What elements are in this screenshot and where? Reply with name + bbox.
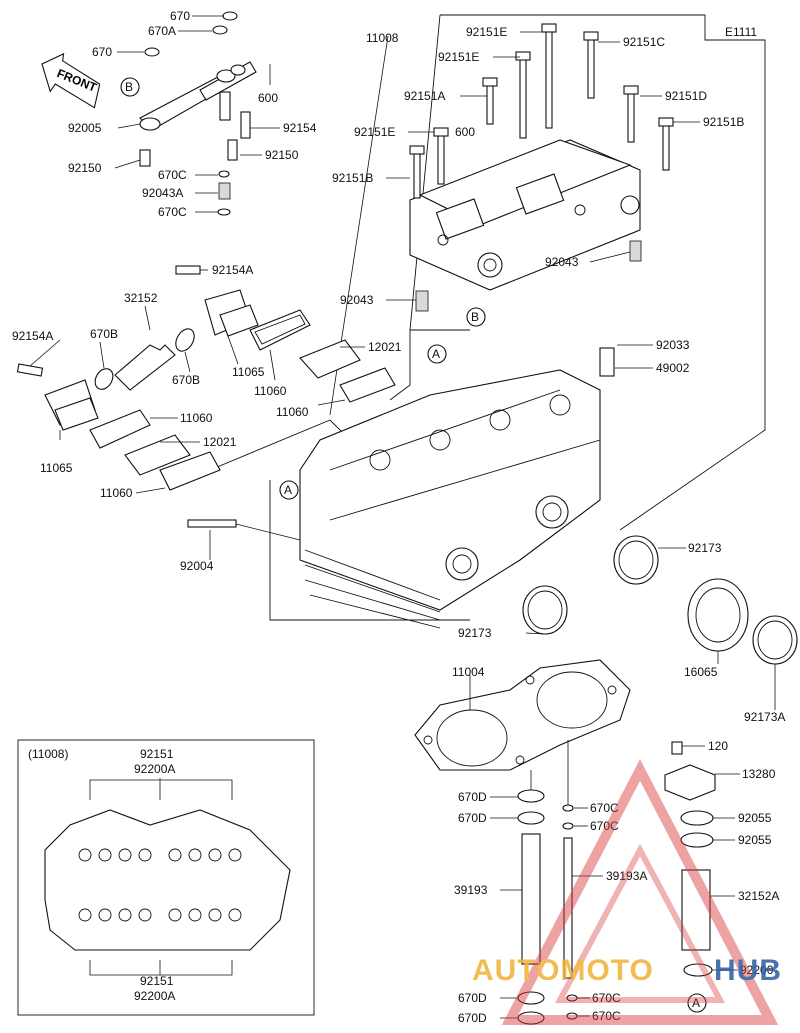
part-label: 670C	[592, 1009, 621, 1023]
part-label: 92043A	[142, 186, 183, 200]
intake-parts	[16, 265, 396, 491]
part-label: 12021	[368, 340, 402, 354]
inset-label: 92200A	[134, 762, 175, 776]
svg-text:B: B	[471, 310, 479, 324]
part-label: 92151B	[332, 171, 373, 185]
part-label: 12021	[203, 435, 237, 449]
part-label: 670B	[90, 327, 118, 341]
watermark: AUTOMOTO HUB	[472, 759, 782, 1025]
part-label: 92151B	[703, 115, 744, 129]
part-label: 32152A	[738, 889, 779, 903]
part-label: 92154A	[212, 263, 253, 277]
part-label: 92055	[738, 833, 772, 847]
part-label: 670A	[148, 24, 176, 38]
watermark-triangle	[501, 759, 779, 1025]
svg-text:B: B	[125, 80, 133, 94]
part-label: 92043	[340, 293, 374, 307]
part-label: 32152	[124, 291, 158, 305]
svg-text:A: A	[432, 347, 440, 361]
cylinder-head	[187, 347, 615, 629]
part-label: 92151A	[404, 89, 445, 103]
inset-label: 92151	[140, 974, 174, 988]
part-label: 92151E	[466, 25, 507, 39]
watermark-text-left: AUTOMOTO	[472, 954, 654, 987]
part-label: 670D	[458, 790, 487, 804]
callout-a: A	[687, 993, 707, 1013]
part-label: 670D	[458, 991, 487, 1005]
leader-lines	[29, 15, 776, 1019]
side-cover	[664, 741, 716, 977]
oil-pipe-assembly	[139, 11, 271, 216]
part-label: 11060	[254, 384, 287, 398]
part-label: 670C	[592, 991, 621, 1005]
front-arrow: FRONT	[41, 52, 101, 109]
part-label: 92154A	[12, 329, 53, 343]
callout-b: B	[120, 77, 140, 97]
part-label: 600	[258, 91, 278, 105]
part-label: 670D	[458, 1011, 487, 1025]
part-label: 11008	[366, 31, 399, 45]
part-label: 120	[708, 739, 728, 753]
part-label: 39193A	[606, 869, 647, 883]
watermark-text-right: HUB	[714, 954, 782, 987]
part-label: 670D	[458, 811, 487, 825]
assembly-boundary	[209, 14, 766, 621]
diagram-code: E1111	[725, 25, 757, 39]
part-label: 11060	[180, 411, 213, 425]
callout-b: B	[466, 307, 486, 327]
inset-bolt-holes	[78, 848, 242, 922]
inset-box: (11008) 92151 92200A 92151 92200A	[17, 739, 315, 1016]
part-label: 92043	[545, 255, 579, 269]
part-label: 49002	[656, 361, 690, 375]
callout-a: A	[427, 344, 447, 364]
part-label: 92150	[68, 161, 102, 175]
part-label: 92005	[68, 121, 102, 135]
cam-cap-assembly	[409, 23, 674, 312]
head-gasket	[414, 659, 631, 771]
part-label: 13280	[742, 767, 776, 781]
bolts	[409, 23, 674, 199]
inset-label: 92151	[140, 747, 174, 761]
part-label: 92150	[265, 148, 299, 162]
part-label: 670C	[158, 205, 187, 219]
part-label: 670	[170, 9, 190, 23]
part-labels: 670 670A 670 600 92005 92154 92150 92150…	[12, 9, 785, 1025]
part-label: 600	[455, 125, 475, 139]
svg-text:A: A	[284, 483, 292, 497]
part-label: 670C	[590, 819, 619, 833]
part-label: 92033	[656, 338, 690, 352]
inset-title: (11008)	[28, 747, 68, 761]
part-label: 39193	[454, 883, 488, 897]
part-label: 92151C	[623, 35, 665, 49]
oil-pipes	[517, 789, 578, 1025]
part-label: 11065	[232, 365, 265, 379]
part-label: 670B	[172, 373, 200, 387]
part-label: 92200	[740, 963, 774, 977]
part-label: 92154	[283, 121, 317, 135]
part-label: 670C	[158, 168, 187, 182]
part-label: 11060	[100, 486, 133, 500]
part-label: 92173	[688, 541, 722, 555]
part-label: 11060	[276, 405, 309, 419]
part-label: 92151D	[665, 89, 707, 103]
part-label: 16065	[684, 665, 718, 679]
part-label: 670C	[590, 801, 619, 815]
inset-label: 92200A	[134, 989, 175, 1003]
part-label: 670	[92, 45, 112, 59]
part-label: 92055	[738, 811, 772, 825]
callout-a: A	[279, 480, 299, 500]
part-label: 92004	[180, 559, 214, 573]
callouts: A A A B B	[120, 77, 707, 1013]
part-label: 92173A	[744, 710, 785, 724]
part-label: 11004	[452, 665, 485, 679]
svg-text:A: A	[692, 996, 700, 1010]
part-label: 11065	[40, 461, 73, 475]
part-label: 92173	[458, 626, 492, 640]
clamps	[522, 535, 798, 665]
part-label: 92151E	[438, 50, 479, 64]
part-label: 92151E	[354, 125, 395, 139]
